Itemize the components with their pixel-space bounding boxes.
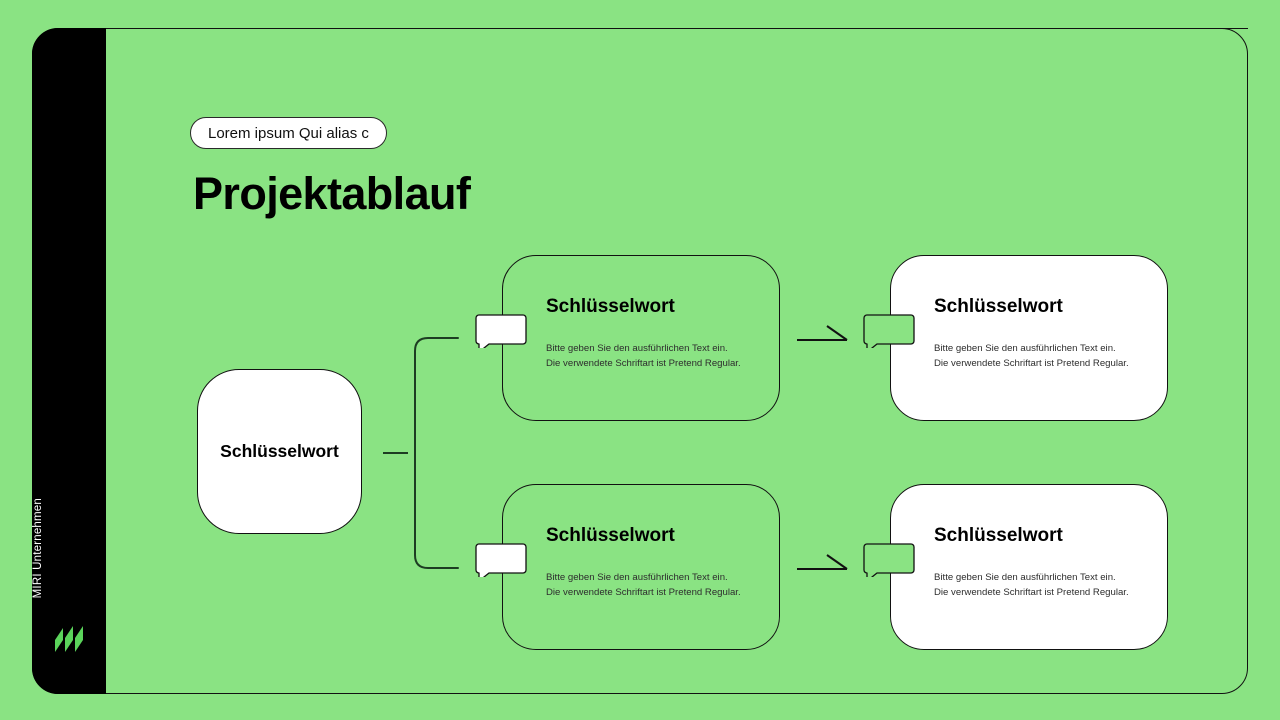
card-body-line2: Die verwendete Schriftart ist Pretend Re… [546,586,741,598]
card-body: Bitte geben Sie den ausführlichen Text e… [934,342,1129,371]
subtitle-pill-label: Lorem ipsum Qui alias c [208,124,369,142]
card-body-line2: Die verwendete Schriftart ist Pretend Re… [934,357,1129,369]
card-title: Schlüsselwort [934,525,1063,546]
card-body: Bitte geben Sie den ausführlichen Text e… [546,571,741,600]
card-row1-step2[interactable]: Schlüsselwort Bitte geben Sie den ausfüh… [863,255,1168,421]
frame-top-divider [106,28,1248,29]
speech-bubble-icon [863,314,915,348]
speech-bubble-icon [475,543,527,577]
root-node-label: Schlüsselwort [220,441,339,461]
subtitle-pill[interactable]: Lorem ipsum Qui alias c [190,117,387,149]
card-title: Schlüsselwort [546,525,675,546]
card-title: Schlüsselwort [546,296,675,317]
card-body: Bitte geben Sie den ausführlichen Text e… [546,342,741,371]
page-title: Projektablauf [193,168,471,219]
card-body-line1: Bitte geben Sie den ausführlichen Text e… [934,343,1116,354]
speech-bubble-icon [863,543,915,577]
sidebar-brand-label: MIRI Unternehmen [32,497,44,598]
card-body-line2: Die verwendete Schriftart ist Pretend Re… [934,586,1129,598]
card-row2-step2[interactable]: Schlüsselwort Bitte geben Sie den ausfüh… [863,484,1168,650]
speech-bubble-icon [475,314,527,348]
card-row1-step1[interactable]: Schlüsselwort Bitte geben Sie den ausfüh… [475,255,780,421]
card-body-line1: Bitte geben Sie den ausführlichen Text e… [546,343,728,354]
sidebar: MIRI Unternehmen [32,28,106,694]
card-body-line2: Die verwendete Schriftart ist Pretend Re… [546,357,741,369]
card-body-line1: Bitte geben Sie den ausführlichen Text e… [546,572,728,583]
card-body: Bitte geben Sie den ausführlichen Text e… [934,571,1129,600]
card-title: Schlüsselwort [934,296,1063,317]
card-body-line1: Bitte geben Sie den ausführlichen Text e… [934,572,1116,583]
card-row2-step1[interactable]: Schlüsselwort Bitte geben Sie den ausfüh… [475,484,780,650]
root-node[interactable]: Schlüsselwort [197,369,362,534]
miri-logo-mark-icon [55,626,83,652]
